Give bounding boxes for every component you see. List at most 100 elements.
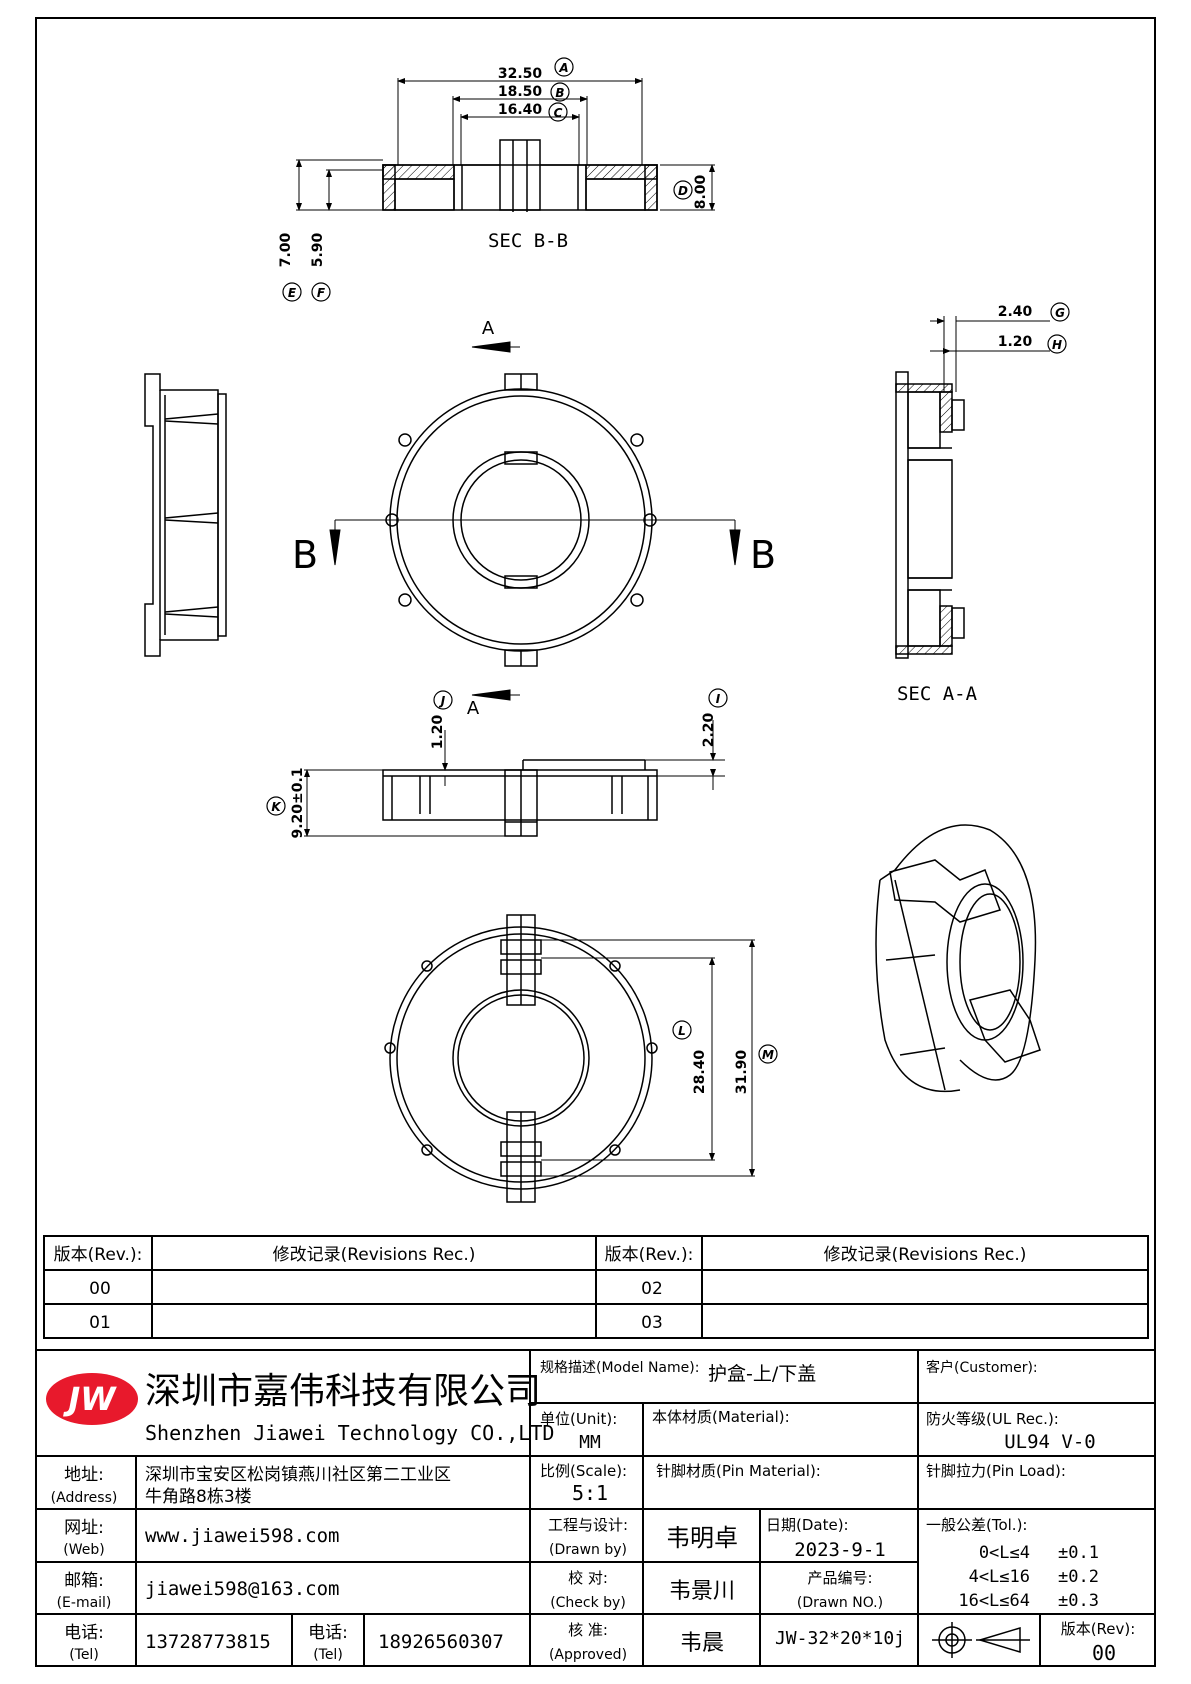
model-value: 护盒-上/下盖: [708, 1363, 816, 1385]
section-aa-dimensions: [930, 316, 1050, 392]
tol-row-0-value: ±0.1: [1058, 1543, 1099, 1563]
address-line-2: 牛角路8栋3楼: [145, 1487, 252, 1507]
company-name-cn: 深圳市嘉伟科技有限公司: [145, 1371, 541, 1412]
marker-g: G: [1055, 306, 1065, 320]
projection-symbol-icon: [932, 1622, 1030, 1658]
pin-load-label: 针脚拉力(Pin Load):: [926, 1462, 1066, 1480]
revisions-table: [43, 1235, 1149, 1339]
ul-value: UL94 V-0: [1004, 1431, 1096, 1453]
section-aa-view: [895, 371, 965, 659]
email-label-en: (E-mail): [57, 1595, 112, 1611]
rev-row-1-left: 01: [89, 1313, 111, 1333]
scale-label: 比例(Scale):: [540, 1462, 627, 1480]
dim-e-value: 7.00: [278, 232, 294, 267]
date-value: 2023-9-1: [794, 1539, 886, 1561]
rev-header-right: 版本(Rev.):: [605, 1245, 694, 1265]
marker-i: I: [716, 692, 721, 706]
ul-label: 防火等级(UL Rec.):: [926, 1410, 1059, 1428]
customer-label: 客户(Customer):: [926, 1359, 1038, 1376]
rev-header-left: 版本(Rev.):: [54, 1245, 143, 1265]
unit-value: MM: [579, 1432, 601, 1453]
tel-2-label-cn: 电话:: [308, 1623, 348, 1643]
cut-a-top-label: A: [482, 318, 495, 339]
dim-c-value: 16.40: [498, 102, 543, 118]
address-label-cn: 地址:: [64, 1465, 104, 1485]
address-label-en: (Address): [51, 1490, 118, 1506]
rev-label: 版本(Rev):: [1061, 1620, 1136, 1638]
tel-1-value: 13728773815: [145, 1631, 271, 1653]
left-side-view: [144, 373, 227, 657]
check-value: 韦景川: [669, 1579, 735, 1604]
dim-a-value: 32.50: [498, 66, 543, 82]
scale-value: 5:1: [572, 1481, 608, 1505]
section-bb-label: SEC B-B: [488, 230, 568, 252]
marker-b: B: [555, 86, 564, 100]
rev-row-0-left: 00: [89, 1279, 111, 1299]
rev-row-0-right: 02: [641, 1279, 663, 1299]
marker-c: C: [554, 106, 563, 120]
section-aa-label: SEC A-A: [897, 683, 978, 705]
address-line-1: 深圳市宝安区松岗镇燕川社区第二工业区: [145, 1465, 451, 1485]
cut-lines: [329, 341, 741, 701]
marker-e: E: [288, 286, 297, 300]
check-label-en: (Check by): [550, 1595, 626, 1611]
rec-header-right: 修改记录(Revisions Rec.): [824, 1245, 1027, 1265]
pin-material-label: 针脚材质(Pin Material):: [656, 1462, 821, 1480]
drawing-no-label-cn: 产品编号:: [807, 1569, 872, 1587]
material-label: 本体材质(Material):: [652, 1408, 790, 1426]
front-elevation-dimensions: [304, 720, 725, 837]
marker-l: L: [678, 1024, 686, 1038]
drawn-value: 韦明卓: [666, 1524, 738, 1552]
drawing-no-value: JW-32*20*10j: [775, 1628, 905, 1649]
dim-l-value: 28.40: [692, 1050, 708, 1095]
drawn-label-cn: 工程与设计:: [548, 1516, 628, 1534]
marker-j: J: [439, 694, 446, 708]
approved-label-en: (Approved): [549, 1647, 627, 1663]
tol-row-1-value: ±0.2: [1058, 1567, 1099, 1587]
tel-2-value: 18926560307: [378, 1631, 504, 1653]
tol-label: 一般公差(Tol.):: [926, 1516, 1028, 1534]
marker-a: A: [558, 61, 568, 75]
rev-row-1-right: 03: [641, 1313, 663, 1333]
web-label-en: (Web): [63, 1542, 104, 1558]
dim-b-value: 18.50: [498, 84, 543, 100]
cut-a-bottom-label: A: [467, 698, 480, 719]
marker-k: K: [271, 800, 282, 814]
rec-header-left: 修改记录(Revisions Rec.): [273, 1245, 476, 1265]
tol-row-2-range: 16<L≤64: [958, 1591, 1030, 1611]
cut-b-left-label: B: [292, 533, 318, 577]
marker-m: M: [762, 1048, 774, 1062]
dim-k-value: 9.20±0.1: [290, 767, 306, 838]
marker-f: F: [317, 286, 326, 300]
dim-i-value: 2.20: [701, 712, 717, 747]
cut-b-right-label: B: [750, 533, 776, 577]
company-name-en: Shenzhen Jiawei Technology CO.,LTD: [145, 1421, 554, 1445]
dim-d-value: 8.00: [693, 174, 709, 209]
approved-value: 韦晨: [680, 1631, 724, 1656]
bottom-plan-view: [384, 914, 658, 1203]
rev-value: 00: [1092, 1641, 1116, 1665]
drawn-label-en: (Drawn by): [549, 1542, 627, 1558]
model-label: 规格描述(Model Name):: [540, 1360, 699, 1376]
web-value: www.jiawei598.com: [145, 1525, 339, 1547]
dim-f-value: 5.90: [310, 232, 326, 267]
web-label-cn: 网址:: [64, 1518, 104, 1538]
drawing-no-label-en: (Drawn NO.): [797, 1595, 883, 1611]
dim-h-value: 1.20: [998, 334, 1033, 350]
tol-row-0-range: 0<L≤4: [979, 1543, 1030, 1563]
logo-text: JW: [62, 1380, 117, 1418]
dim-j-value: 1.20: [430, 714, 446, 749]
isometric-view: [875, 824, 1041, 1093]
marker-d: D: [678, 184, 688, 198]
unit-label: 单位(Unit):: [540, 1410, 617, 1428]
section-bb-view: [382, 139, 658, 212]
dim-g-value: 2.40: [998, 304, 1033, 320]
title-block-grid: [35, 1349, 1156, 1667]
marker-h: H: [1052, 338, 1062, 352]
tel-2-label-en: (Tel): [313, 1647, 343, 1663]
section-bb-dimensions: [296, 78, 715, 211]
check-label-cn: 校 对:: [568, 1569, 608, 1587]
tel-label-en: (Tel): [69, 1647, 99, 1663]
tol-row-1-range: 4<L≤16: [969, 1567, 1030, 1587]
